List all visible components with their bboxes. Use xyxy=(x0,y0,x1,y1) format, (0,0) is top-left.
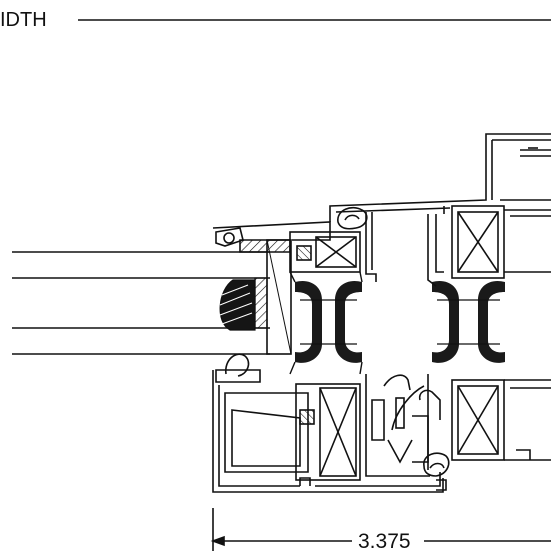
bottom-dimension xyxy=(210,508,551,551)
left-lower-block xyxy=(295,383,361,481)
bottom-dimension-label: 3.375 xyxy=(352,531,417,552)
frame-outline xyxy=(212,133,551,493)
frame-bottom-gasket xyxy=(423,452,450,491)
left-thermal-break xyxy=(289,271,363,375)
sash-hardware xyxy=(371,374,441,464)
top-glazing-stop xyxy=(212,221,331,253)
right-lower-block xyxy=(451,379,551,461)
right-thermal-break xyxy=(432,280,505,363)
glass-spacer xyxy=(219,239,292,355)
left-thermal-block xyxy=(289,231,361,273)
top-dimension-label: IDTH xyxy=(0,10,53,30)
center-walls xyxy=(365,206,445,477)
bottom-glazing-gasket xyxy=(215,353,261,383)
right-upper-block xyxy=(451,147,551,279)
